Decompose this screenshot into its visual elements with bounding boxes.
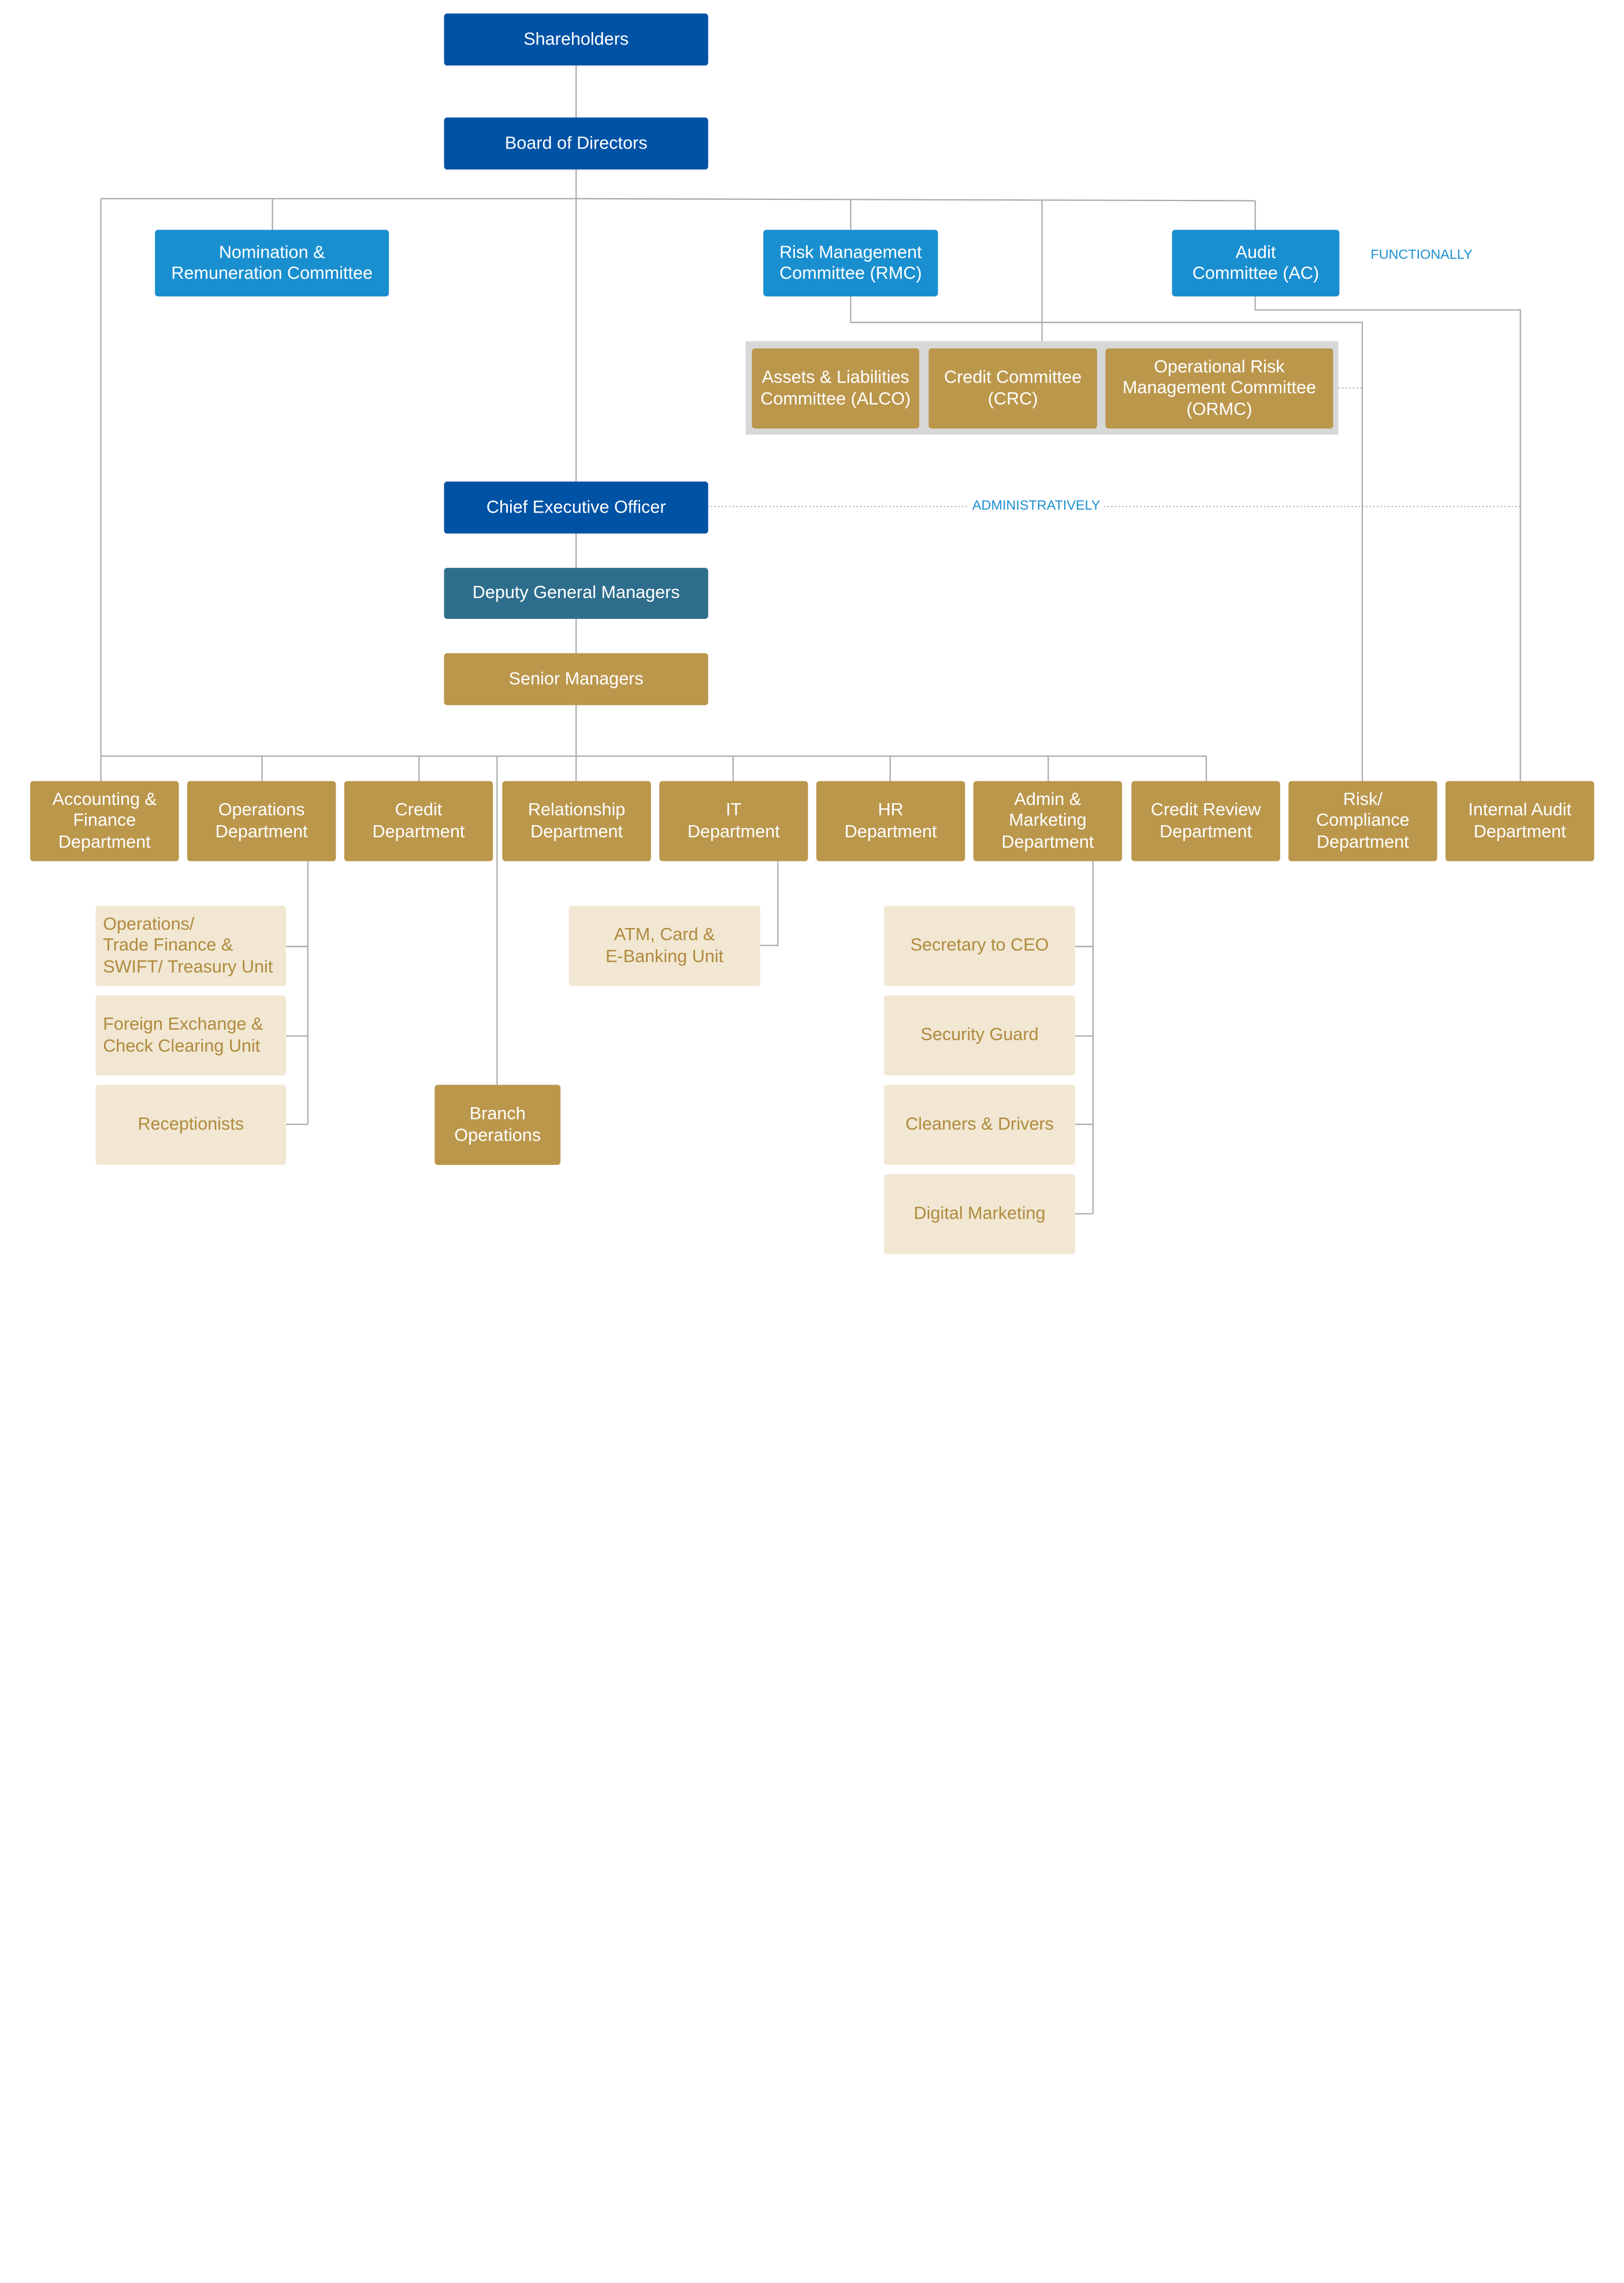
senior-managers-box: Senior Managers xyxy=(444,653,708,706)
digital-marketing-box: Digital Marketing xyxy=(884,1174,1076,1254)
operations-trade-finance-unit-box: Operations/ Trade Finance & SWIFT/ Treas… xyxy=(95,905,287,986)
credit-committee-box: Credit Committee (CRC) xyxy=(928,348,1097,429)
credit-department-box: Credit Department xyxy=(344,781,493,862)
operations-department-box: Operations Department xyxy=(187,781,336,862)
cleaners-drivers-box: Cleaners & Drivers xyxy=(884,1085,1076,1165)
functionally-label: FUNCTIONALLY xyxy=(1367,246,1476,262)
receptionists-box: Receptionists xyxy=(95,1085,287,1165)
relationship-department-box: Relationship Department xyxy=(502,781,651,862)
risk-compliance-department-box: Risk/ Compliance Department xyxy=(1288,781,1437,862)
administratively-label: ADMINISTRATIVELY xyxy=(969,497,1103,513)
shareholders-box: Shareholders xyxy=(444,13,708,66)
deputy-general-managers-box: Deputy General Managers xyxy=(444,567,708,619)
admin-marketing-department-box: Admin & Marketing Department xyxy=(973,781,1123,862)
ceo-box: Chief Executive Officer xyxy=(444,481,708,534)
accounting-finance-department-box: Accounting & Finance Department xyxy=(30,781,179,862)
board-of-directors-box: Board of Directors xyxy=(444,117,708,170)
nomination-remuneration-committee-box: Nomination & Remuneration Committee xyxy=(155,229,389,296)
hr-department-box: HR Department xyxy=(816,781,965,862)
it-department-box: IT Department xyxy=(659,781,808,862)
operational-risk-committee-box: Operational Risk Management Committee (O… xyxy=(1105,348,1333,429)
alco-box: Assets & Liabilities Committee (ALCO) xyxy=(752,348,920,429)
audit-committee-box: Audit Committee (AC) xyxy=(1172,229,1340,296)
foreign-exchange-clearing-unit-box: Foreign Exchange & Check Clearing Unit xyxy=(95,995,287,1076)
internal-audit-department-box: Internal Audit Department xyxy=(1445,781,1595,862)
connector-lines xyxy=(100,64,1521,1215)
atm-card-ebanking-unit-box: ATM, Card & E-Banking Unit xyxy=(568,905,760,986)
security-guard-box: Security Guard xyxy=(884,995,1076,1076)
risk-management-committee-box: Risk Management Committee (RMC) xyxy=(763,229,938,296)
credit-review-department-box: Credit Review Department xyxy=(1131,781,1280,862)
branch-operations-box: Branch Operations xyxy=(434,1085,561,1165)
secretary-to-ceo-box: Secretary to CEO xyxy=(884,905,1076,986)
